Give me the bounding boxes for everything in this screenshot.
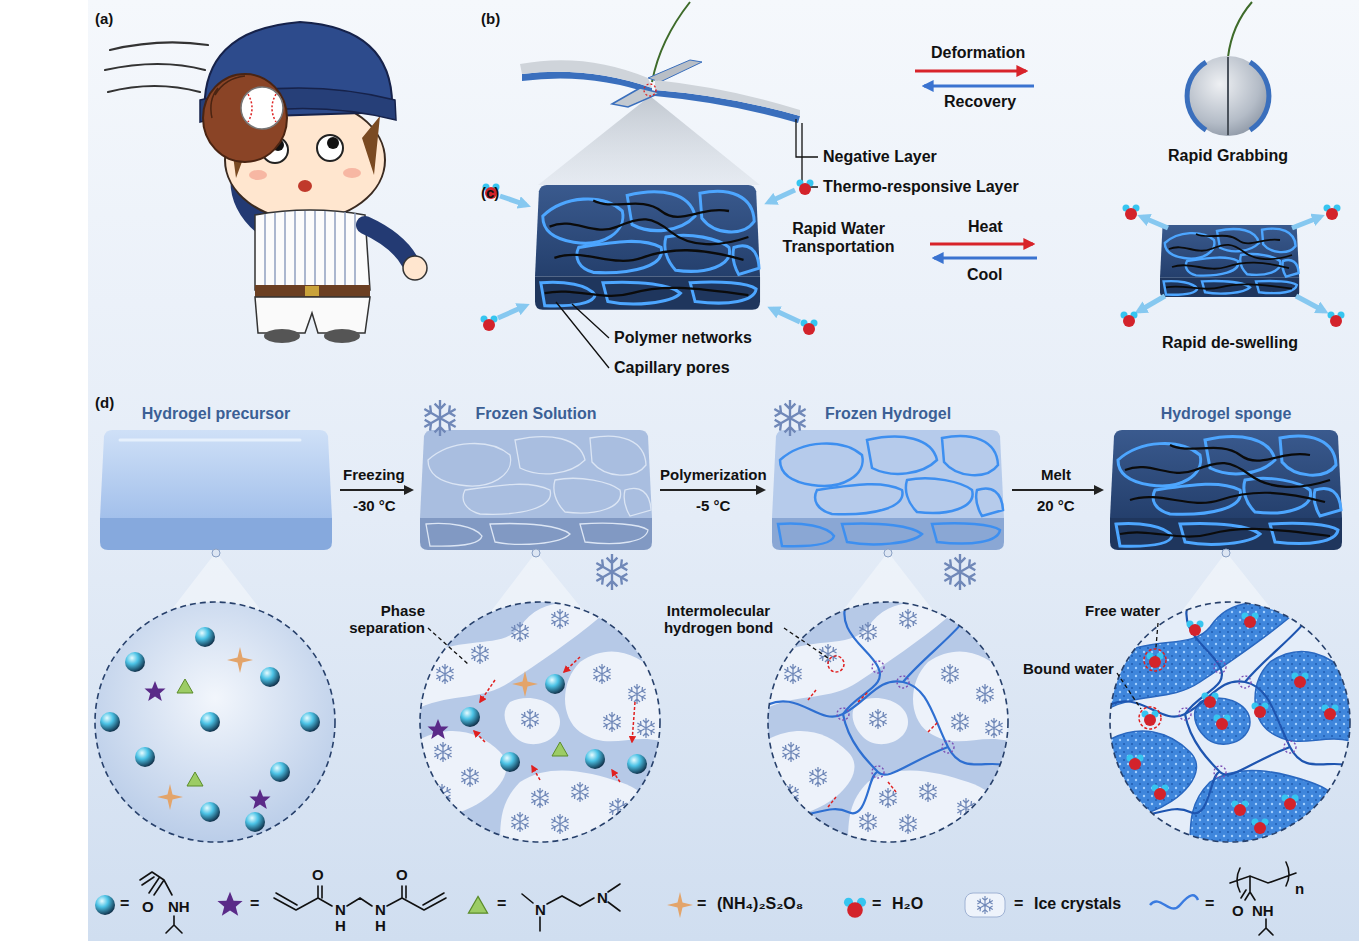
legend-text: H₂O [892,895,923,913]
caption-label: Rapid de-swelling [1162,334,1298,352]
step-label: Freezing [343,466,405,483]
stage-block: Frozen Solution [416,402,656,552]
atom-label: O [1232,902,1244,919]
part-label: Polymer networks [614,329,752,347]
process-arrow [340,489,412,491]
stage-block: Frozen Hydrogel [768,402,1008,552]
stage-title: Frozen Hydrogel [768,402,1008,423]
panel-label: (c) [481,184,499,201]
panel-label: (d) [95,394,114,411]
panel-label: (a) [95,10,113,27]
equals-sign: = [697,895,706,913]
process-blocks [100,400,1342,590]
temperature-label: -5 °C [696,497,730,514]
part-label: Thermo-responsive Layer [823,178,1019,196]
panel-label: (b) [481,10,500,27]
legend-symbols [95,862,1296,935]
equals-sign: = [250,895,259,913]
step-label: Melt [1041,466,1071,483]
stage-title: Hydrogel sponge [1106,402,1346,423]
legend-text: Ice crystals [1034,895,1121,913]
arrow-label: Deformation [931,44,1025,62]
arrow-label: Recovery [944,93,1016,111]
stage-title: Frozen Solution [416,402,656,423]
legend-text: (NH₄)₂S₂O₈ [717,895,803,913]
atom-label: N [375,901,386,918]
precursor-zoom [95,602,335,842]
part-label: Capillary pores [614,359,730,377]
caption-label: Rapid Water Transportation [771,220,906,257]
atom-label: NH [168,898,190,915]
equals-sign: = [1205,895,1214,913]
frozen-solution-zoom [415,597,665,847]
atom-label: N [335,901,346,918]
step-label: Polymerization [660,466,767,483]
process-arrow [1012,489,1102,491]
temperature-label: -30 °C [353,497,396,514]
equals-sign: = [1014,895,1023,913]
part-label: Negative Layer [823,148,937,166]
arrow-label: Heat [968,218,1003,236]
sponge-zoom [1105,597,1355,847]
callout-label: Phase separation [330,602,425,637]
equals-sign: = [120,895,129,913]
process-arrow [660,489,764,491]
atom-label: O [312,866,324,883]
atom-label: N [535,901,546,918]
leader-lines [428,623,1158,709]
sponge-transport [481,180,1345,369]
atom-label: N [597,889,608,906]
stage-title: Hydrogel precursor [96,402,336,423]
arrow-label: Cool [967,266,1003,284]
stage-block: Hydrogel precursor [96,402,336,552]
callout-label: Bound water [1023,660,1114,677]
frozen-hydrogel-zoom [763,597,1013,847]
callout-label: Intermolecular hydrogen bond [656,602,781,637]
caption-label: Rapid Grabbing [1168,147,1288,165]
callout-label: Free water [1085,602,1160,619]
atom-label: O [142,898,154,915]
atom-label: NH [1252,902,1274,919]
stage-block: Hydrogel sponge [1106,402,1346,552]
atom-label: H [335,917,346,934]
baseball-cartoon [105,22,427,343]
atom-label: H [375,917,386,934]
equals-sign: = [872,895,881,913]
equals-sign: = [497,895,506,913]
repeat-subscript: n [1295,880,1304,897]
temperature-label: 20 °C [1037,497,1075,514]
bilayer-gripper [520,2,1269,187]
atom-label: O [396,866,408,883]
